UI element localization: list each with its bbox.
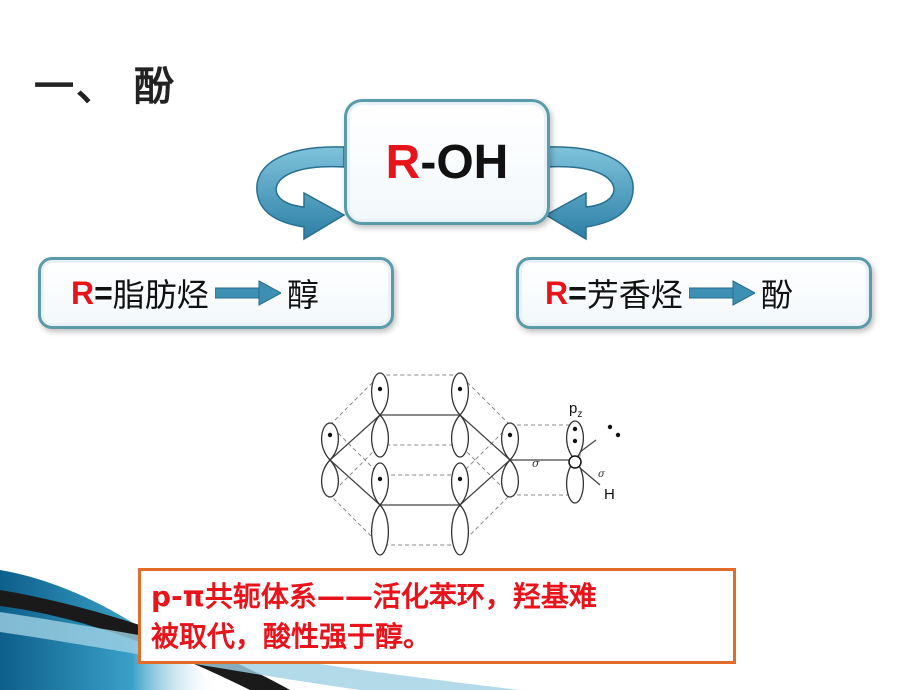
alcohol-label: 醇	[286, 276, 319, 314]
r-group-label: R	[385, 135, 421, 189]
sigma-label-co: σ	[532, 457, 540, 470]
note-line-1: p-π共轭体系——活化苯环，羟基难	[151, 580, 597, 613]
sigma-label-oh: σ	[598, 469, 606, 480]
note-line-2: 被取代，酸性强于醇。	[151, 620, 432, 653]
conjugation-note: p-π共轭体系——活化苯环，羟基难 被取代，酸性强于醇。	[138, 568, 736, 664]
phenol-box: R = 芳香烃 酚	[516, 257, 872, 329]
curved-arrow-left	[256, 146, 346, 241]
slide-title: 一、 酚	[34, 64, 176, 110]
phenol-label: 酚	[760, 276, 793, 314]
equals-left: =	[94, 274, 113, 311]
curved-arrow-right	[544, 146, 634, 241]
p-orbital-lobes	[321, 372, 584, 556]
aromatic-label: 芳香烃	[586, 276, 683, 314]
r-label-right: R	[545, 274, 569, 311]
aliphatic-label: 脂肪烃	[112, 276, 209, 314]
alcohol-box: R = 脂肪烃 醇	[38, 257, 394, 329]
electron-dots	[327, 386, 621, 482]
right-arrow-icon	[214, 280, 281, 306]
hydrogen-label: H	[604, 486, 615, 503]
p-pi-orbital-diagram: pz H σ σ	[321, 372, 621, 556]
pz-label: pz	[569, 400, 582, 420]
r-label-left: R	[71, 274, 95, 311]
equals-right: =	[568, 274, 587, 311]
right-arrow-icon	[688, 280, 755, 306]
roh-box: R-OH	[344, 99, 550, 225]
oxygen-atom-circle	[568, 455, 582, 469]
oh-label: -OH	[420, 135, 509, 189]
